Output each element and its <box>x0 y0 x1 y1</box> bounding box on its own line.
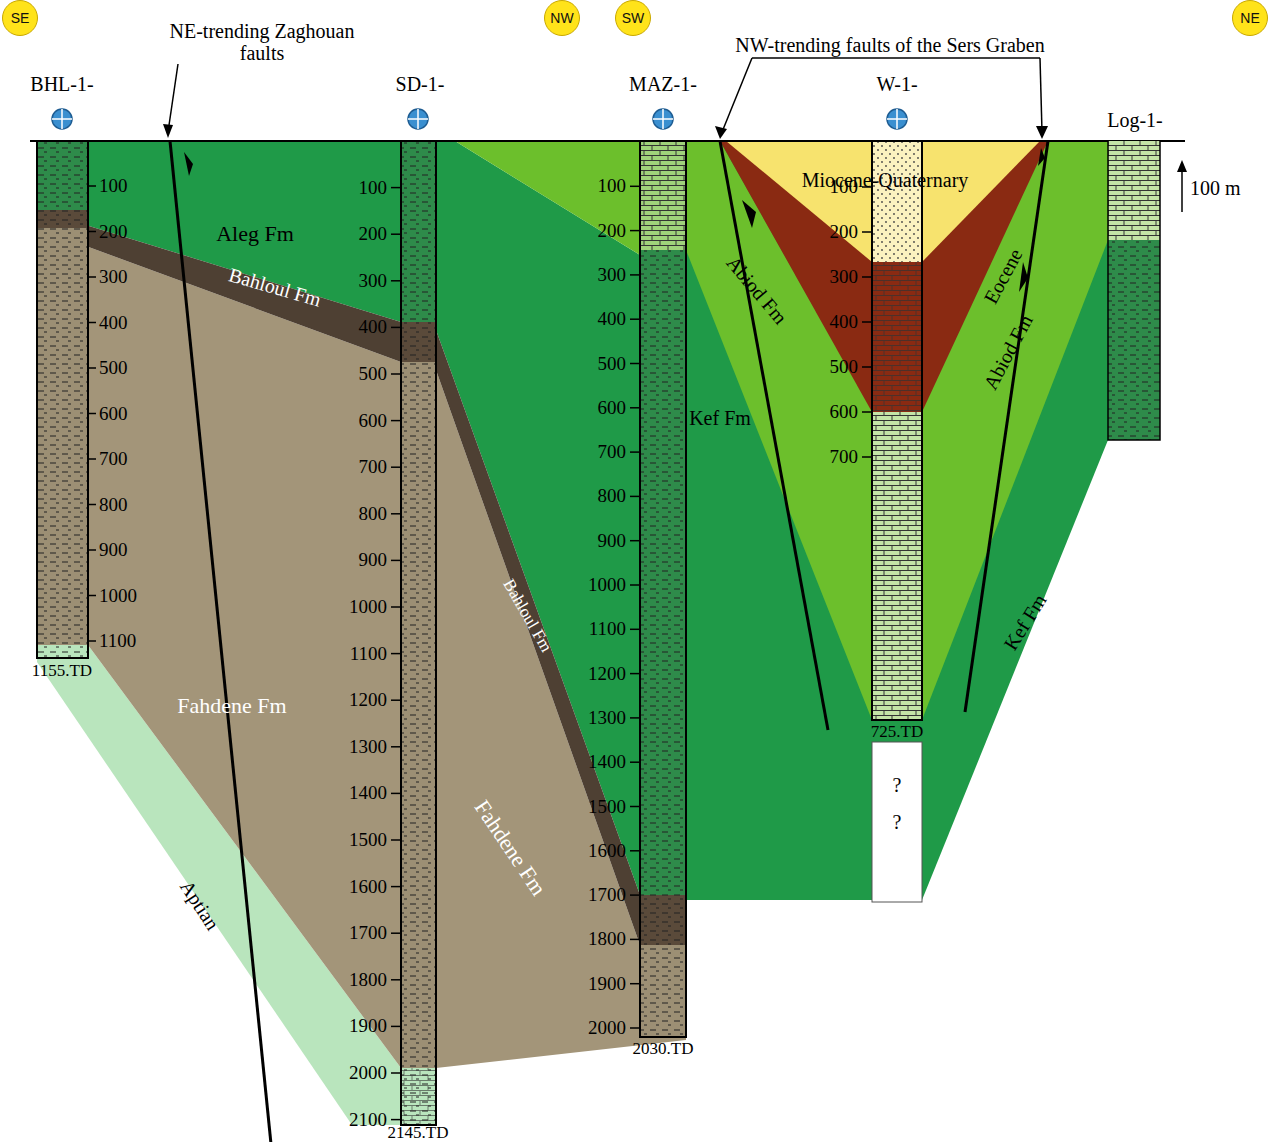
depth-tick: 200 <box>598 220 627 241</box>
depth-tick: 2100 <box>349 1109 387 1130</box>
depth-tick: 700 <box>359 457 388 478</box>
depth-tick: 700 <box>830 447 859 468</box>
formation-label: Fahdene Fm <box>177 694 286 718</box>
direction-circle: SE <box>2 0 38 36</box>
depth-tick: 600 <box>359 410 388 431</box>
well-name: SD-1- <box>396 73 445 95</box>
depth-tick: 1000 <box>99 585 137 606</box>
depth-tick: 2000 <box>588 1018 626 1039</box>
depth-tick: 800 <box>598 486 627 507</box>
depth-tick: 1600 <box>349 876 387 897</box>
direction-circle: NE <box>1232 0 1268 36</box>
depth-tick: 1500 <box>588 796 626 817</box>
unknown-mark: ? <box>893 774 902 796</box>
direction-label: SW <box>622 10 645 26</box>
depth-tick: 300 <box>99 267 128 288</box>
depth-tick: 1300 <box>349 736 387 757</box>
depth-tick: 300 <box>359 270 388 291</box>
depth-tick: 1700 <box>349 923 387 944</box>
depth-tick: 1500 <box>349 830 387 851</box>
depth-tick: 1800 <box>349 969 387 990</box>
fault-label: NW-trending faults of the Sers Graben <box>735 34 1044 56</box>
unknown-mark: ? <box>893 811 902 833</box>
direction-label: SE <box>11 10 30 26</box>
depth-tick: 900 <box>598 530 627 551</box>
depth-tick: 1000 <box>588 575 626 596</box>
depth-tick: 700 <box>99 449 128 470</box>
depth-tick: 1000 <box>349 597 387 618</box>
depth-tick: 1300 <box>588 707 626 728</box>
direction-circle: SW <box>615 0 651 36</box>
depth-tick: 900 <box>99 540 128 561</box>
depth-tick: 900 <box>359 550 388 571</box>
depth-tick: 300 <box>598 264 627 285</box>
depth-tick: 100 <box>598 176 627 197</box>
depth-tick: 1400 <box>588 752 626 773</box>
well-name: Log-1- <box>1107 109 1163 131</box>
well-name: BHL-1- <box>30 73 93 95</box>
depth-tick: 100 <box>830 177 859 198</box>
depth-tick: 100 <box>359 177 388 198</box>
fault-label: NE-trending Zaghouan faults <box>152 20 372 64</box>
depth-tick: 500 <box>598 353 627 374</box>
formation-label: Kef Fm <box>689 407 751 429</box>
direction-label: NW <box>550 10 573 26</box>
depth-tick: 1900 <box>349 1016 387 1037</box>
depth-tick: 500 <box>830 357 859 378</box>
depth-tick: 1400 <box>349 783 387 804</box>
well-name: MAZ-1- <box>629 73 697 95</box>
depth-tick: 500 <box>99 358 128 379</box>
depth-tick: 600 <box>99 403 128 424</box>
depth-tick: 1200 <box>349 690 387 711</box>
depth-tick: 200 <box>359 224 388 245</box>
depth-tick: 1100 <box>589 619 626 640</box>
depth-tick: 1900 <box>588 973 626 994</box>
well-name: W-1- <box>876 73 917 95</box>
depth-tick: 200 <box>99 221 128 242</box>
depth-tick: 400 <box>99 312 128 333</box>
depth-tick: 1100 <box>99 631 136 652</box>
total-depth: 2145.TD <box>388 1124 449 1142</box>
depth-tick: 100 <box>99 176 128 197</box>
depth-tick: 400 <box>830 312 859 333</box>
formation-label: Aleg Fm <box>216 222 294 246</box>
depth-tick: 2000 <box>349 1063 387 1084</box>
total-depth: 2030.TD <box>633 1040 694 1059</box>
depth-tick: 500 <box>359 364 388 385</box>
depth-tick: 600 <box>598 397 627 418</box>
formation-label: Miocene-Quaternary <box>802 169 969 191</box>
depth-tick: 200 <box>830 222 859 243</box>
depth-tick: 300 <box>830 267 859 288</box>
depth-tick: 1700 <box>588 885 626 906</box>
depth-tick: 1600 <box>588 840 626 861</box>
depth-tick: 600 <box>830 402 859 423</box>
total-depth: 725.TD <box>871 723 923 742</box>
depth-tick: 800 <box>359 503 388 524</box>
direction-circle: NW <box>544 0 580 36</box>
depth-tick: 1200 <box>588 663 626 684</box>
depth-tick: 400 <box>598 309 627 330</box>
direction-label: NE <box>1240 10 1259 26</box>
depth-tick: 1100 <box>350 643 387 664</box>
depth-tick: 800 <box>99 494 128 515</box>
depth-tick: 400 <box>359 317 388 338</box>
total-depth: 1155.TD <box>32 662 92 681</box>
scale-label: 100 m <box>1190 177 1241 199</box>
depth-tick: 700 <box>598 442 627 463</box>
depth-tick: 1800 <box>588 929 626 950</box>
